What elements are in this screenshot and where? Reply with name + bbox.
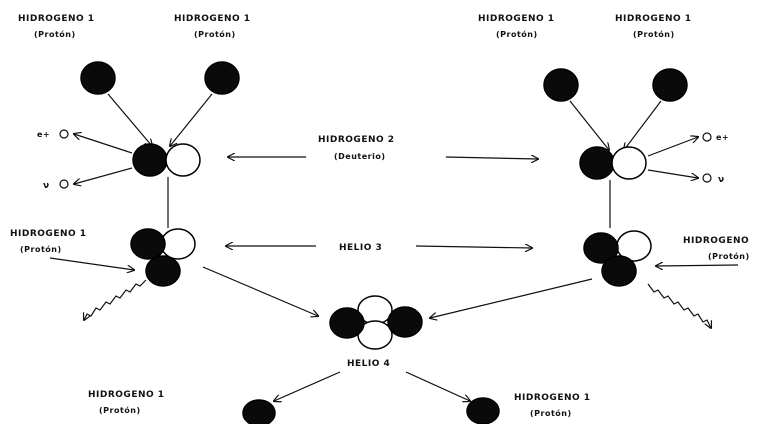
deuterium-right-proton [579,146,615,180]
label-hydrogen1-top-left-b: HIDROGENO 1 [174,14,251,24]
gamma-ray-left [84,279,147,320]
helium4-proton-left [329,307,365,339]
arrow-proton-in-right [656,265,739,266]
label-proton-side-left: (Protón) [20,244,62,254]
proton-top-right-a [543,68,579,102]
arrow-to-helium3-right [415,246,532,248]
arrow-helium3-to-helium4-right [430,278,593,318]
proton-top-right-b [652,68,688,102]
arrow-release-proton-right [405,371,470,401]
label-hydrogen1-bottom-right: HIDROGENO 1 [514,393,591,403]
helium3-left-proton-b [145,255,181,287]
label-hydrogen1-top-left-a: HIDROGENO 1 [18,14,95,24]
label-helium3: HELIO 3 [339,243,382,253]
label-hydrogen1-side-left: HIDROGENO 1 [10,229,87,239]
label-proton-bottom-right: (Protón) [530,408,572,418]
label-proton-top-left-a: (Protón) [34,29,76,39]
deuterium-left-proton [132,143,168,177]
label-proton-bottom-left: (Protón) [99,405,141,415]
label-hydrogen1-top-right-b: HIDROGENO 1 [615,14,692,24]
helium3-left-proton-a [130,228,166,260]
label-hydrogen-side-right: HIDROGENO [683,236,749,246]
neutrino-right [702,173,712,183]
label-hydrogen1-top-right-a: HIDROGENO 1 [478,14,555,24]
neutrino-left [59,179,69,189]
positron-left [59,129,69,139]
proton-top-left-a [80,61,116,95]
label-proton-top-right-b: (Protón) [633,29,675,39]
arrow-neutrino-left [74,167,133,184]
proton-top-left-b [204,61,240,95]
proton-released-left [242,399,276,424]
helium3-right-proton-b [601,255,637,287]
arrow-positron-right [647,137,698,157]
label-proton-top-right-a: (Protón) [496,29,538,39]
label-proton-top-left-b: (Protón) [194,29,236,39]
label-neutrino-right: ν [718,175,725,185]
helium3-left-neutron [160,228,196,260]
label-hydrogen2: HIDROGENO 2 [318,135,395,145]
arrow-proton-to-deuterium-right-b [624,100,662,150]
label-deuterium: (Deuterio) [334,152,386,161]
arrow-proton-to-deuterium-left-b [170,93,213,146]
arrow-neutrino-right [647,169,698,178]
arrow-to-deuterium-right [445,157,538,159]
arrow-helium3-to-helium4-left [202,266,318,316]
helium3-right-proton-a [583,232,619,264]
arrow-release-proton-left [274,371,341,401]
proton-released-right [466,397,500,424]
arrow-proton-in-left [49,257,134,270]
helium4-proton-right [387,306,423,338]
label-helium4: HELIO 4 [347,359,390,369]
label-positron-left: e+ [37,130,50,139]
label-neutrino-left: ν [43,181,50,191]
deuterium-right-neutron [611,146,647,180]
arrow-proton-to-deuterium-left-a [107,93,152,146]
positron-right [702,132,712,142]
arrow-proton-to-deuterium-right-a [569,100,609,150]
label-positron-right: e+ [716,133,729,142]
label-hydrogen1-bottom-left: HIDROGENO 1 [88,390,165,400]
gamma-ray-right [647,283,711,328]
arrow-positron-left [74,134,133,154]
label-proton-side-right: (Protón) [708,251,750,261]
deuterium-left-neutron [165,143,201,177]
